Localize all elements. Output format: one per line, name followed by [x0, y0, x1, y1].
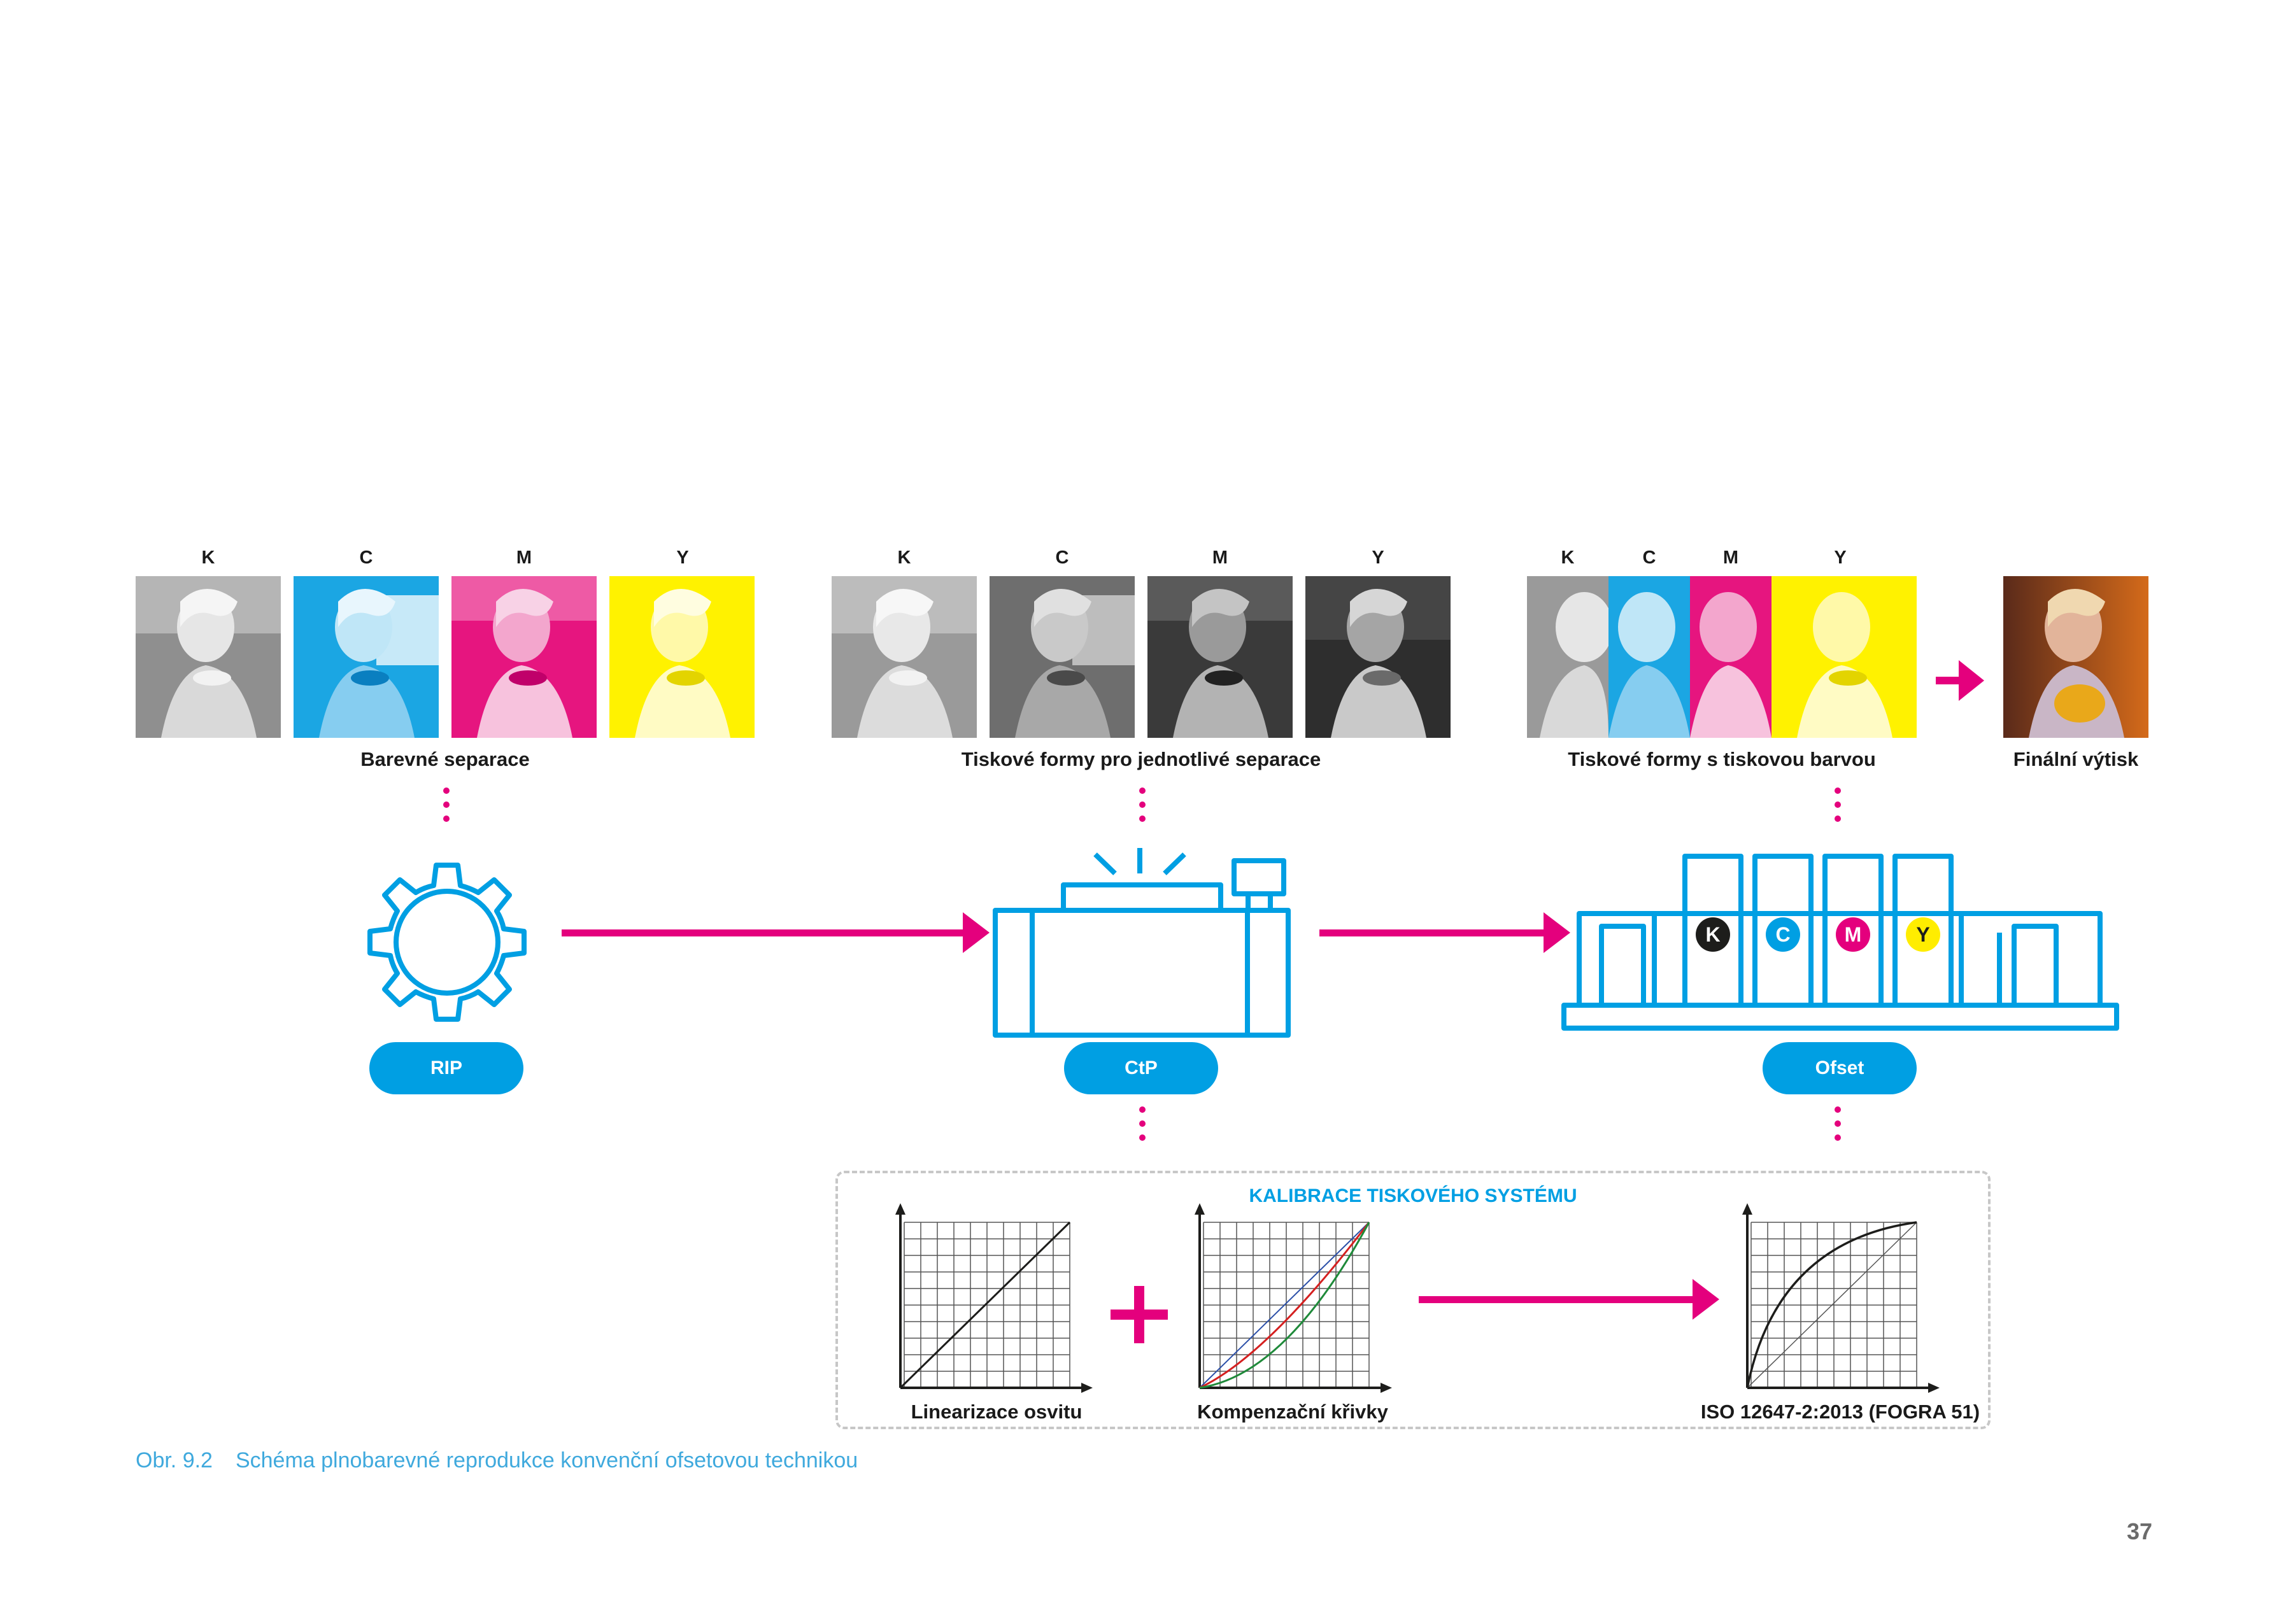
compensation-curves-graph [1191, 1203, 1395, 1394]
page-number: 37 [2126, 1518, 2152, 1544]
plate-image-y [1305, 576, 1451, 738]
separation-image-k [136, 576, 281, 738]
inked-letter-y: Y [1834, 547, 1847, 568]
linearization-label: Linearizace osvitu [911, 1401, 1083, 1423]
separation-image-y [609, 576, 755, 738]
inked-image-y [1771, 576, 1917, 738]
separations-caption: Barevné separace [360, 748, 530, 770]
offset-unit-m: M [1836, 917, 1870, 952]
separation-letter-m: M [516, 547, 532, 568]
dotted-connector-offset [1835, 787, 1841, 830]
offset-badge: Ofset [1763, 1042, 1917, 1094]
inked-image-c [1608, 576, 1690, 738]
inked-letter-k: K [1561, 547, 1575, 568]
plate-letter-c: C [1055, 547, 1069, 568]
final-caption: Finální výtisk [2013, 748, 2139, 770]
plus-icon [1111, 1286, 1168, 1343]
offset-unit-k: K [1696, 917, 1730, 952]
figure-number: Obr. 9.2 [136, 1448, 213, 1472]
figure-caption-text: Schéma plnobarevné reprodukce konvenční … [235, 1448, 858, 1472]
dotted-connector-offset-calibration [1835, 1106, 1841, 1148]
ctp-badge: CtP [1064, 1042, 1218, 1094]
inked-image-m [1690, 576, 1771, 738]
plate-letter-m: M [1212, 547, 1228, 568]
inked-image-k [1527, 576, 1608, 738]
offset-unit-y: Y [1906, 917, 1940, 952]
iso-standard-label: ISO 12647-2:2013 (FOGRA 51) [1700, 1401, 1980, 1423]
separation-letter-k: K [201, 547, 215, 568]
inked-letter-m: M [1722, 547, 1739, 568]
rip-badge: RIP [369, 1042, 523, 1094]
separation-image-m [451, 576, 597, 738]
plate-image-m [1147, 576, 1293, 738]
iso-standard-graph [1738, 1203, 1942, 1394]
gear-icon [351, 847, 543, 1038]
platesetter-icon [990, 840, 1293, 1038]
dotted-connector-ctp [1139, 787, 1146, 830]
plate-letter-k: K [897, 547, 911, 568]
linearization-graph [891, 1203, 1095, 1394]
separation-image-c [294, 576, 439, 738]
figure-caption: Obr. 9.2 Schéma plnobarevné reprodukce ko… [136, 1448, 858, 1473]
offset-unit-c: C [1766, 917, 1800, 952]
inked-caption: Tiskové formy s tiskovou barvou [1568, 748, 1876, 770]
calibration-panel [835, 1171, 1991, 1429]
plates-caption: Tiskové formy pro jednotlivé separace [961, 748, 1321, 770]
compensation-curves-label: Kompenzační křivky [1197, 1401, 1388, 1423]
dotted-connector-rip [443, 787, 450, 830]
calibration-title: KALIBRACE TISKOVÉHO SYSTÉMU [1249, 1185, 1577, 1206]
plate-letter-y: Y [1372, 547, 1384, 568]
plate-image-k [832, 576, 977, 738]
plate-image-c [990, 576, 1135, 738]
separation-letter-y: Y [676, 547, 689, 568]
final-print-image [2003, 576, 2148, 738]
offset-press-icon: K C M Y [1560, 844, 2120, 1034]
dotted-connector-ctp-calibration [1139, 1106, 1146, 1148]
separation-letter-c: C [359, 547, 373, 568]
inked-letter-c: C [1642, 547, 1656, 568]
